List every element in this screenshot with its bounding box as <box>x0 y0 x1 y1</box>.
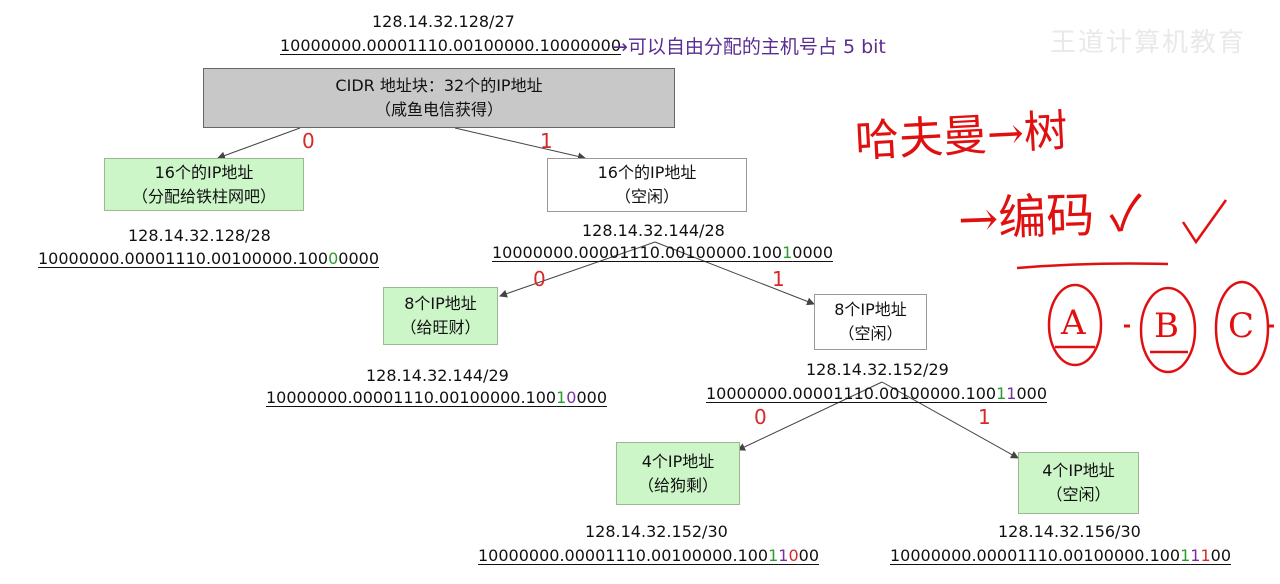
node-right-16-title: 16个的IP地址 <box>597 163 697 182</box>
handwriting-circle-a: A <box>1061 303 1086 343</box>
watermark: 王道计算机教育 <box>1050 28 1247 58</box>
edge-root-left <box>217 127 301 160</box>
node-left-16-title: 16个的IP地址 <box>154 162 254 182</box>
node-right-8-owner: （空闲） <box>838 324 903 343</box>
node-left-16-owner: （分配给铁柱网吧） <box>131 186 276 206</box>
node-left-4-binary: 10000000.00001110.00100000.10011000 <box>478 546 820 565</box>
node-right-4-cidr: 128.14.32.156/30 <box>998 522 1141 541</box>
node-left-4-cidr: 128.14.32.152/30 <box>585 522 728 541</box>
root-cidr: 128.14.32.128/27 <box>372 12 515 31</box>
node-left-4: 4个IP地址 （给狗剩） <box>616 442 740 505</box>
root-block-title: CIDR 地址块：32个的IP地址 <box>335 76 543 95</box>
node-right-16: 16个的IP地址 （空闲） <box>547 158 747 212</box>
handwriting-circle-b: B <box>1154 306 1179 346</box>
root-binary: 10000000.00001110.00100000.10000000 <box>280 36 622 55</box>
node-left-8: 8个IP地址 （给旺财） <box>383 287 498 345</box>
edge-root-right <box>454 127 586 161</box>
handwriting-circle-c: C <box>1228 306 1255 346</box>
node-right-8-binary: 10000000.00001110.00100000.10011000 <box>706 384 1048 403</box>
node-left-16-cidr: 128.14.32.128/28 <box>128 226 271 245</box>
node-left-8-cidr: 128.14.32.144/29 <box>366 366 509 385</box>
node-left-16: 16个的IP地址 （分配给铁柱网吧） <box>104 158 304 211</box>
node-right-16-binary: 10000000.00001110.00100000.10010000 <box>492 243 834 262</box>
node-right-8-cidr: 128.14.32.152/29 <box>806 360 949 379</box>
edge-label-16-1: 1 <box>772 267 785 291</box>
host-bits-note: →可以自由分配的主机号占 5 bit <box>612 36 886 58</box>
node-left-4-title: 4个IP地址 <box>641 451 715 471</box>
root-block-owner: （咸鱼电信获得） <box>374 100 503 119</box>
node-left-16-binary: 10000000.00001110.00100000.10000000 <box>38 249 380 268</box>
node-right-8-title: 8个IP地址 <box>834 300 907 319</box>
node-right-16-owner: （空闲） <box>614 187 679 206</box>
node-right-8: 8个IP地址 （空闲） <box>814 294 927 350</box>
node-left-8-owner: （给旺财） <box>400 318 481 337</box>
edge-r16-right <box>654 241 815 306</box>
node-right-4-binary: 10000000.00001110.00100000.10011100 <box>890 546 1232 565</box>
handwriting-encoding: →编码 ✓ <box>957 185 1144 249</box>
node-right-4-title: 4个IP地址 <box>1042 461 1115 480</box>
node-left-4-owner: （给狗剩） <box>637 475 718 495</box>
edge-label-8-1: 1 <box>978 405 991 429</box>
node-right-16-cidr: 128.14.32.144/28 <box>582 221 725 240</box>
edge-label-root-0: 0 <box>302 129 315 153</box>
edge-r8-right <box>881 381 1019 459</box>
node-right-4: 4个IP地址 （空闲） <box>1018 452 1139 514</box>
node-left-8-binary: 10000000.00001110.00100000.10010000 <box>266 388 608 407</box>
edge-label-16-0: 0 <box>533 267 546 291</box>
node-right-4-owner: （空闲） <box>1046 485 1111 504</box>
edge-label-8-0: 0 <box>754 405 767 429</box>
edge-label-root-1: 1 <box>540 129 553 153</box>
edge-r8-left <box>737 381 883 451</box>
node-left-8-title: 8个IP地址 <box>404 294 477 313</box>
edge-r16-left <box>499 241 656 298</box>
root-block: CIDR 地址块：32个的IP地址 （咸鱼电信获得） <box>203 68 675 128</box>
